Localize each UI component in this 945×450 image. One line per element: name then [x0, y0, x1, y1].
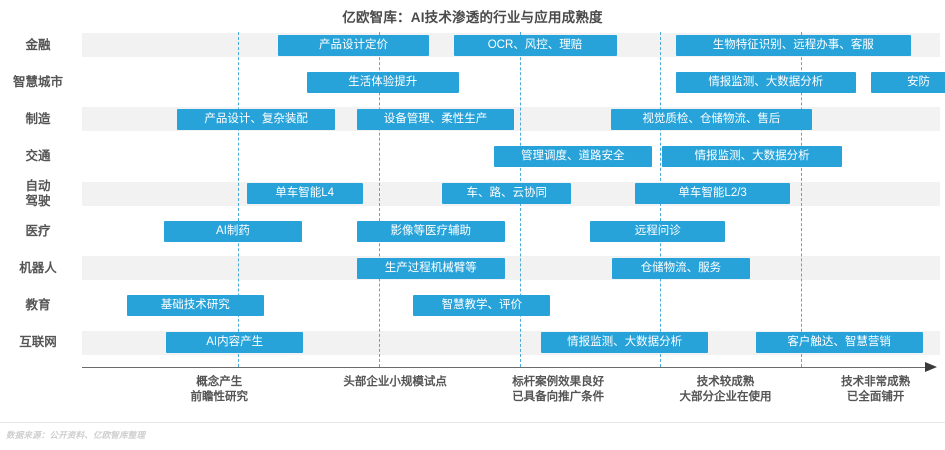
- category-label-医疗: 医疗: [0, 224, 76, 239]
- category-label-制造: 制造: [0, 112, 76, 127]
- category-label-交通: 交通: [0, 149, 76, 164]
- category-label-互联网: 互联网: [0, 335, 76, 350]
- category-label-智慧城市: 智慧城市: [0, 75, 76, 90]
- category-label-自动驾驶: 自动驾驶: [0, 179, 76, 209]
- bar-item[interactable]: 客户触达、智慧营销: [755, 332, 923, 354]
- stage-label-line: 概念产生: [196, 376, 243, 388]
- stage-label-0: 概念产生前瞻性研究: [191, 375, 249, 405]
- category-label-line: 交通: [25, 149, 51, 164]
- bar-item[interactable]: 视觉质检、仓储物流、售后: [610, 108, 813, 130]
- bar-item[interactable]: 情报监测、大数据分析: [662, 146, 843, 168]
- bar-item[interactable]: 产品设计、复杂装配: [177, 108, 336, 130]
- category-label-line: 制造: [25, 111, 51, 126]
- stage-label-1: 头部企业小规模试点: [343, 375, 447, 390]
- stage-label-2: 标杆案例效果良好已具备向推广条件: [512, 375, 604, 405]
- stage-label-3: 技术较成熟大部分企业在使用: [680, 375, 772, 405]
- category-label-line: 教育: [25, 297, 51, 312]
- bar-item[interactable]: 影像等医疗辅助: [356, 220, 505, 242]
- stage-label-4: 技术非常成熟已全面铺开: [841, 375, 910, 405]
- bar-item[interactable]: 生活体验提升: [306, 71, 459, 93]
- bar-item[interactable]: 管理调度、道路安全: [493, 146, 652, 168]
- bar-item[interactable]: 产品设计定价: [277, 34, 430, 56]
- category-label-line: 互联网: [19, 335, 57, 350]
- bar-item[interactable]: 情报监测、大数据分析: [675, 71, 856, 93]
- category-label-line: 驾驶: [25, 193, 51, 208]
- stage-divider-1: [378, 32, 380, 367]
- stage-label-line: 前瞻性研究: [190, 391, 249, 403]
- bar-item[interactable]: 基础技术研究: [126, 294, 264, 316]
- bar-item[interactable]: 生产过程机械臂等: [356, 257, 505, 279]
- category-label-教育: 教育: [0, 298, 76, 313]
- stage-label-line: 已全面铺开: [846, 391, 905, 403]
- bar-item[interactable]: OCR、风控、理赔: [453, 34, 617, 56]
- category-label-机器人: 机器人: [0, 261, 76, 276]
- bar-item[interactable]: 单车智能L4: [246, 183, 363, 205]
- bar-item[interactable]: 安防: [871, 71, 945, 93]
- bar-item[interactable]: AI内容产生: [166, 332, 304, 354]
- chart-title: 亿欧智库：AI技术渗透的行业与应用成熟度: [342, 10, 603, 25]
- x-axis-arrow-icon: [925, 361, 937, 372]
- stage-divider-4: [801, 32, 802, 367]
- category-label-金融: 金融: [0, 38, 76, 53]
- bar-item[interactable]: 智慧教学、评价: [413, 294, 551, 316]
- bar-item[interactable]: 生物特征识别、远程办事、客服: [675, 34, 911, 56]
- x-axis-line: [82, 367, 927, 368]
- category-label-line: 智慧城市: [12, 74, 63, 89]
- stage-label-line: 大部分企业在使用: [679, 391, 772, 403]
- stage-label-line: 技术较成熟: [696, 376, 755, 388]
- category-label-line: 医疗: [25, 223, 51, 238]
- stage-label-line: 已具备向推广条件: [512, 391, 605, 403]
- bar-item[interactable]: 单车智能L2/3: [635, 183, 790, 205]
- category-label-line: 金融: [25, 37, 51, 52]
- bar-item[interactable]: 设备管理、柔性生产: [356, 108, 515, 130]
- source-note: 数据来源：公开资料、亿欧智库整理: [6, 430, 146, 440]
- category-label-line: 机器人: [19, 260, 57, 275]
- bar-item[interactable]: AI制药: [164, 220, 302, 242]
- stage-label-line: 标杆案例效果良好: [512, 376, 605, 388]
- category-axis: 金融智慧城市制造交通自动驾驶医疗机器人教育互联网: [0, 32, 76, 367]
- row-band: [82, 256, 940, 281]
- footer-divider: [0, 422, 945, 423]
- bar-item[interactable]: 远程问诊: [589, 220, 726, 242]
- bar-item[interactable]: 情报监测、大数据分析: [541, 332, 709, 354]
- stage-label-line: 技术非常成熟: [841, 376, 911, 388]
- stage-label-line: 头部企业小规模试点: [343, 376, 447, 388]
- bar-item[interactable]: 车、路、云协同: [442, 183, 572, 205]
- stage-divider-0: [238, 32, 240, 367]
- bar-item[interactable]: 仓储物流、服务: [612, 257, 750, 279]
- category-label-line: 自动: [25, 178, 51, 193]
